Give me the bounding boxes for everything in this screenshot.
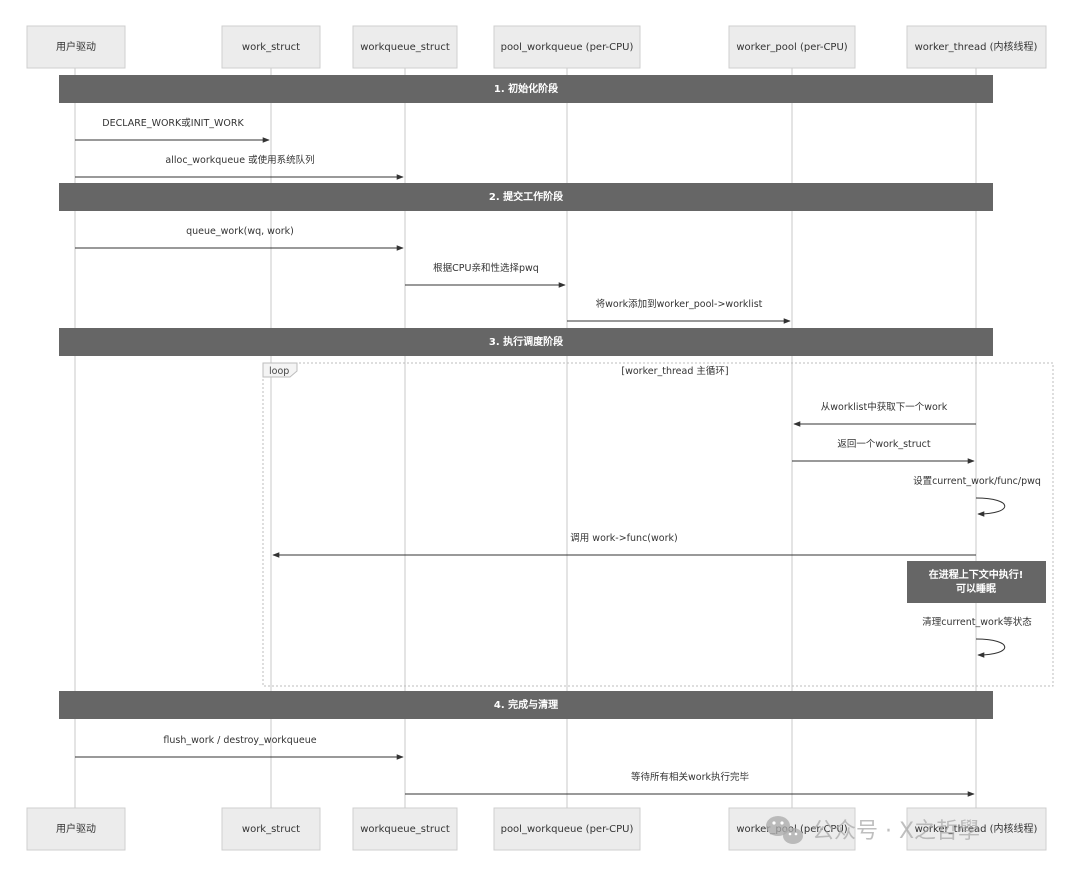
actor-label: pool_workqueue (per-CPU) xyxy=(501,824,634,835)
message-clear-current-work: 清理current_work等状态 xyxy=(922,616,1032,658)
message-label: 等待所有相关work执行完毕 xyxy=(631,771,749,783)
message-label: flush_work / destroy_workqueue xyxy=(163,735,316,746)
actor-user-driver: 用户驱动 xyxy=(26,25,126,69)
actor-user-driver-bottom: 用户驱动 xyxy=(26,807,126,851)
message-queue-work: queue_work(wq, work) xyxy=(75,226,404,251)
message-label: alloc_workqueue 或使用系统队列 xyxy=(165,154,314,166)
message-flush-destroy: flush_work / destroy_workqueue xyxy=(75,735,404,760)
message-label: DECLARE_WORK或INIT_WORK xyxy=(102,117,244,129)
actor-label: worker_thread (内核线程) xyxy=(915,822,1038,835)
loop-condition: [worker_thread 主循环] xyxy=(621,365,728,377)
message-wait-all-work: 等待所有相关work执行完毕 xyxy=(405,771,975,797)
message-fetch-work: 从worklist中获取下一个work xyxy=(793,401,976,427)
watermark-text: 公众号 · X之哲學 xyxy=(812,819,980,844)
phase-bar-init: 1. 初始化阶段 xyxy=(59,75,993,103)
actor-workqueue-struct-bottom: workqueue_struct xyxy=(352,807,458,851)
actor-label: workqueue_struct xyxy=(360,42,450,53)
wechat-icon xyxy=(766,816,803,844)
note-line: 在进程上下文中执行! xyxy=(929,568,1024,581)
actor-label: work_struct xyxy=(242,42,300,53)
message-add-to-worklist: 将work添加到worker_pool->worklist xyxy=(567,298,791,324)
message-invoke-func: 调用 work->func(work) xyxy=(272,533,976,558)
actor-label: 用户驱动 xyxy=(56,40,96,53)
phase-label: 3. 执行调度阶段 xyxy=(489,335,563,348)
actor-worker-thread-bottom: worker_thread (内核线程) xyxy=(906,807,1047,851)
message-label: 从worklist中获取下一个work xyxy=(821,401,948,413)
actor-workqueue-struct: workqueue_struct xyxy=(352,25,458,69)
actor-work-struct: work_struct xyxy=(221,25,321,69)
actor-label: workqueue_struct xyxy=(360,824,450,835)
messages: DECLARE_WORK或INIT_WORK alloc_workqueue 或… xyxy=(75,117,1041,797)
loop-tag: loop xyxy=(269,366,289,377)
phase-label: 1. 初始化阶段 xyxy=(494,82,558,95)
message-label: 清理current_work等状态 xyxy=(922,616,1032,628)
actor-label: work_struct xyxy=(242,824,300,835)
watermark: 公众号 · X之哲學 xyxy=(766,816,980,844)
message-label: 将work添加到worker_pool->worklist xyxy=(596,298,763,310)
message-label: 设置current_work/func/pwq xyxy=(913,476,1041,487)
message-return-work-struct: 返回一个work_struct xyxy=(792,438,975,464)
message-set-current-work: 设置current_work/func/pwq xyxy=(913,476,1041,517)
phase-bar-submit: 2. 提交工作阶段 xyxy=(59,183,993,211)
actor-pool-workqueue-bottom: pool_workqueue (per-CPU) xyxy=(493,807,641,851)
actor-work-struct-bottom: work_struct xyxy=(221,807,321,851)
phase-bar-execute: 3. 执行调度阶段 xyxy=(59,328,993,356)
actor-label: pool_workqueue (per-CPU) xyxy=(501,42,634,53)
message-label: 根据CPU亲和性选择pwq xyxy=(433,262,539,274)
message-declare-work: DECLARE_WORK或INIT_WORK xyxy=(75,117,270,143)
message-label: 返回一个work_struct xyxy=(837,438,931,450)
actor-worker-pool: worker_pool (per-CPU) xyxy=(728,25,856,69)
actors-top: 用户驱动 work_struct workqueue_struct pool_w… xyxy=(26,25,1047,69)
actor-label: worker_pool (per-CPU) xyxy=(736,42,847,53)
phase-bar-cleanup: 4. 完成与清理 xyxy=(59,691,993,719)
message-label: 调用 work->func(work) xyxy=(570,533,677,544)
actor-label: 用户驱动 xyxy=(56,822,96,835)
phase-label: 4. 完成与清理 xyxy=(494,698,558,711)
message-label: queue_work(wq, work) xyxy=(186,226,294,237)
message-alloc-workqueue: alloc_workqueue 或使用系统队列 xyxy=(75,154,404,180)
note-line: 可以睡眠 xyxy=(956,582,996,595)
actor-label: worker_thread (内核线程) xyxy=(915,40,1038,53)
note-process-context: 在进程上下文中执行! 可以睡眠 xyxy=(907,561,1046,603)
loop-frame: loop [worker_thread 主循环] xyxy=(262,362,1054,687)
message-select-pwq: 根据CPU亲和性选择pwq xyxy=(405,262,566,288)
actor-pool-workqueue: pool_workqueue (per-CPU) xyxy=(493,25,641,69)
phase-label: 2. 提交工作阶段 xyxy=(489,190,563,203)
actor-worker-thread: worker_thread (内核线程) xyxy=(906,25,1047,69)
